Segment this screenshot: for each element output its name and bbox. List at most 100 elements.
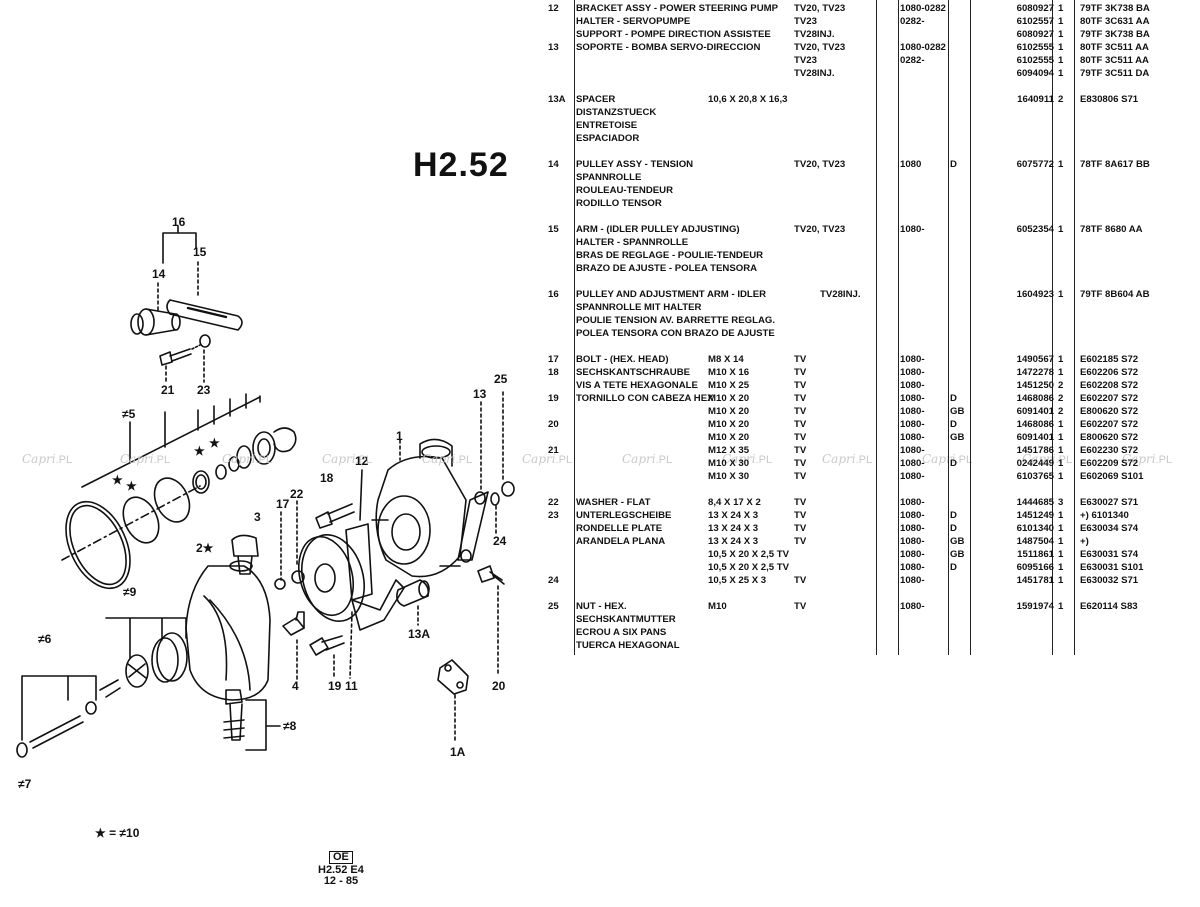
part-qty: 1 (1058, 536, 1064, 547)
star-mark-2: ★ (126, 479, 137, 493)
part-ref: E630032 S71 (1080, 575, 1139, 586)
label-21: 21 (161, 383, 175, 397)
bolt-19-part (309, 635, 345, 679)
part-spec: 13 X 24 X 3 (708, 510, 759, 521)
pump-rotor-kit-9 (99, 617, 188, 698)
part-spec: 10,6 X 20,8 X 16,3 (708, 94, 788, 105)
label-5: ≠5 (122, 407, 136, 421)
part-ref: E602207 S72 (1080, 393, 1139, 404)
part-part: 1444685 (1016, 497, 1054, 508)
part-row: POULIE TENSION AV. BARRETTE REGLAG. (548, 314, 1200, 327)
shaft-part-6 (16, 675, 97, 758)
part-spec: M8 X 14 (708, 354, 744, 365)
part-date: 1080-0282 (900, 42, 946, 53)
part-row: HALTER - SPANNROLLE (548, 236, 1200, 249)
part-desc: PULLEY ASSY - TENSION (576, 159, 694, 170)
part-ref: E630031 S101 (1080, 562, 1144, 573)
part-qty: 1 (1058, 55, 1064, 66)
part-desc: TUERCA HEXAGONAL (576, 640, 680, 651)
pump-reservoir-part (185, 534, 271, 701)
footer-date: 12 - 85 (323, 875, 359, 887)
part-part: 1451786 (1016, 445, 1054, 456)
part-spec: M10 X 25 (708, 380, 750, 391)
label-3: 3 (254, 510, 261, 524)
part-tag: D (950, 562, 957, 573)
label-7: ≠7 (18, 777, 32, 791)
part-date: 1080- (900, 406, 925, 417)
adjusting-arm-part (166, 299, 243, 331)
part-part: 6102557 (1016, 16, 1054, 27)
column-rule (970, 0, 971, 655)
diagram-labels: 16 15 14 21 23 25 13 12 1 18 22 17 3 2★ … (18, 215, 508, 791)
part-date: 0282- (900, 16, 925, 27)
part-qty: 1 (1058, 432, 1064, 443)
bolt-18-part (315, 503, 355, 529)
part-part: 0242449 (1016, 458, 1054, 469)
part-eng: TV20, TV23 (794, 42, 846, 53)
part-ref: E602230 S72 (1080, 445, 1139, 456)
part-date: 1080- (900, 575, 925, 586)
part-eng: TV (794, 471, 807, 482)
part-eng: TV (794, 601, 807, 612)
part-spec: 13 X 24 X 3 (708, 523, 759, 534)
part-part: 6094094 (1016, 68, 1054, 79)
bracket-12-part (345, 469, 405, 631)
label-2: 2★ (196, 541, 214, 555)
part-no: 13 (548, 42, 559, 53)
part-ref: 80TF 3C511 AA (1080, 42, 1149, 53)
part-date: 1080- (900, 549, 925, 560)
part-desc: ESPACIADOR (576, 133, 640, 144)
steering-pump-part (371, 438, 467, 578)
part-date: 1080- (900, 380, 925, 391)
part-part: 6080927 (1016, 3, 1054, 14)
part-date: 1080-0282 (900, 3, 946, 14)
part-ref: E630031 S74 (1080, 549, 1139, 560)
part-date: 1080- (900, 224, 925, 235)
part-qty: 1 (1058, 562, 1064, 573)
part-spec: M10 X 20 (708, 419, 750, 430)
part-ref: E800620 S72 (1080, 432, 1139, 443)
part-qty: 1 (1058, 3, 1064, 14)
part-eng: TV (794, 419, 807, 430)
bolt-17-part (274, 500, 305, 590)
part-date: 1080- (900, 393, 925, 404)
part-qty: 1 (1058, 29, 1064, 40)
label-25: 25 (494, 372, 508, 386)
part-part: 6102555 (1016, 55, 1054, 66)
part-eng: TV28INJ. (820, 289, 861, 300)
label-13a: 13A (408, 627, 430, 641)
label-16: 16 (172, 215, 186, 229)
label-6: ≠6 (38, 632, 52, 646)
spacer-13a-part (396, 579, 430, 626)
part-desc: SECHSKANTMUTTER (576, 614, 676, 625)
page-code: H2.52 (413, 146, 509, 184)
part-qty: 2 (1058, 380, 1064, 391)
part-desc: HALTER - SPANNROLLE (576, 237, 689, 248)
part-desc: ROULEAU-TENDEUR (576, 185, 674, 196)
part-part: 1468086 (1016, 393, 1054, 404)
part-desc: SPACER (576, 94, 616, 105)
part-date: 1080- (900, 497, 925, 508)
column-rule (574, 0, 575, 655)
label-24: 24 (493, 534, 507, 548)
part-row: RODILLO TENSOR (548, 197, 1200, 210)
part-qty: 1 (1058, 445, 1064, 456)
part-qty: 1 (1058, 523, 1064, 534)
label-12: 12 (355, 454, 369, 468)
part-tag: D (950, 159, 957, 170)
part-ref: +) 6101340 (1080, 510, 1129, 521)
part-desc: PULLEY AND ADJUSTMENT ARM - IDLER (576, 289, 767, 300)
star-mark-1: ★ (112, 473, 123, 487)
part-desc: BOLT - (HEX. HEAD) (576, 354, 669, 365)
column-rule (898, 0, 899, 655)
part-ref: E620114 S83 (1080, 601, 1138, 612)
